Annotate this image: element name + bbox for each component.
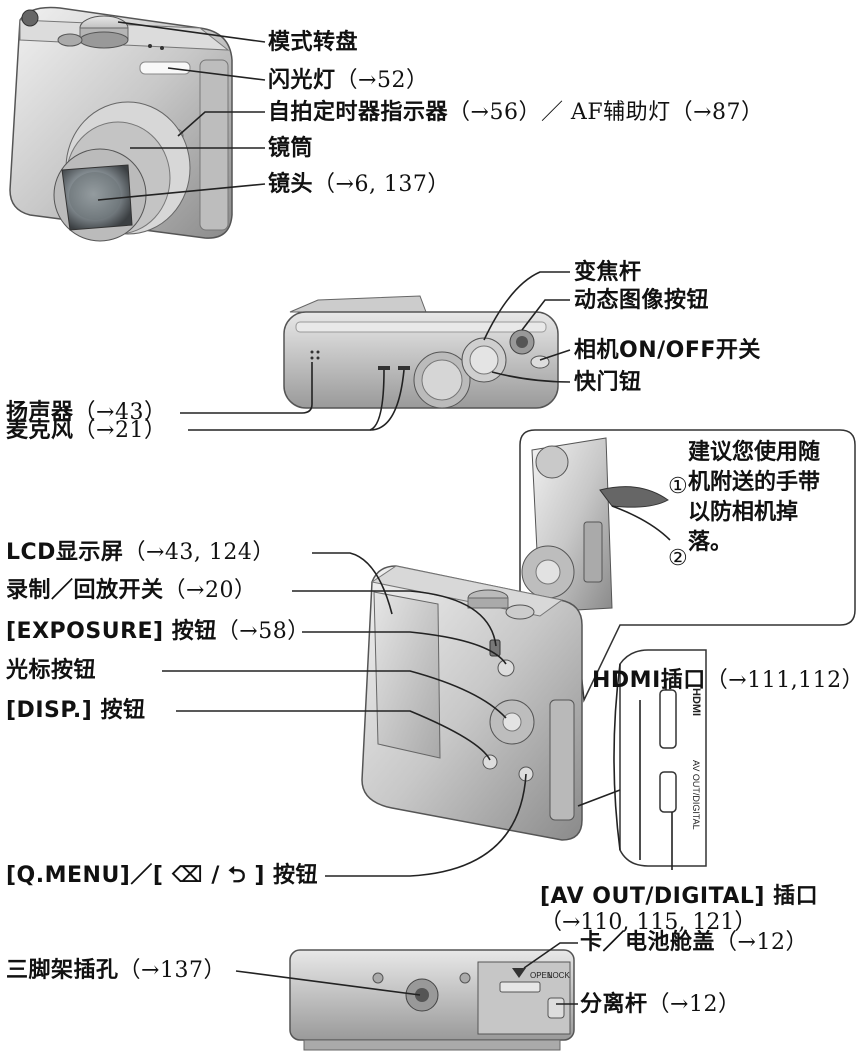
label-hdmi-socket: HDMI插口（→111,112） [592,668,858,693]
av-out-marking: AV OUT/DIGITAL [691,760,701,830]
door-lock-marking: LOCK [548,971,570,980]
camera-back-view [361,565,583,841]
label-release-lever: 分离杆（→12） [580,992,741,1017]
label-motion-picture-button: 动态图像按钮 [574,288,710,313]
label-cursor-buttons: 光标按钮 [6,658,97,683]
label-lens: 镜头（→6, 137） [268,172,450,197]
strap-step-2: ② [668,546,688,571]
label-exposure-button: [EXPOSURE] 按钮（→58） [6,619,310,644]
door-open-marking: OPEN [530,971,553,980]
strap-inset [519,429,856,703]
camera-front-view [9,6,233,242]
leader-lines [97,21,673,1005]
label-lens-barrel: 镜筒 [268,136,314,161]
camera-top-view [283,295,559,409]
label-speaker: 扬声器（→43） [6,400,167,425]
label-lcd-monitor: LCD显示屏（→43, 124） [6,540,275,565]
camera-bottom-view: OPEN LOCK [289,949,575,1051]
label-disp-button: [DISP.] 按钮 [6,698,146,723]
label-microphone: 麦克风（→21） [6,418,167,443]
label-qmenu-delete-button: [Q.MENU]／[ ⌫ / ⮌ ] 按钮 [6,863,319,888]
label-zoom-lever: 变焦杆 [574,260,642,285]
label-card-battery-door: 卡／电池舱盖（→12） [580,930,808,955]
strap-step-1: ① [668,474,688,499]
label-av-out-socket-ref: （→110, 115, 121） [540,910,757,935]
port-inset: HDMI AV OUT/DIGITAL [613,649,707,867]
label-self-timer-indicator: 自拍定时器指示器（→56）／ AF辅助灯（→87） [268,100,764,125]
label-power-switch: 相机ON/OFF开关 [574,338,761,363]
label-mode-dial: 模式转盘 [268,30,359,55]
label-av-out-socket: [AV OUT/DIGITAL] 插口 [540,884,819,909]
label-record-playback-switch: 录制／回放开关（→20） [6,578,257,603]
strap-note: 建议您使用随机附送的手带以防相机掉落。 [688,440,821,555]
label-flash: 闪光灯（→52） [268,68,429,93]
hdmi-marking: HDMI [690,688,702,716]
label-tripod-receptacle: 三脚架插孔（→137） [6,958,226,983]
label-shutter-button: 快门钮 [574,370,642,395]
